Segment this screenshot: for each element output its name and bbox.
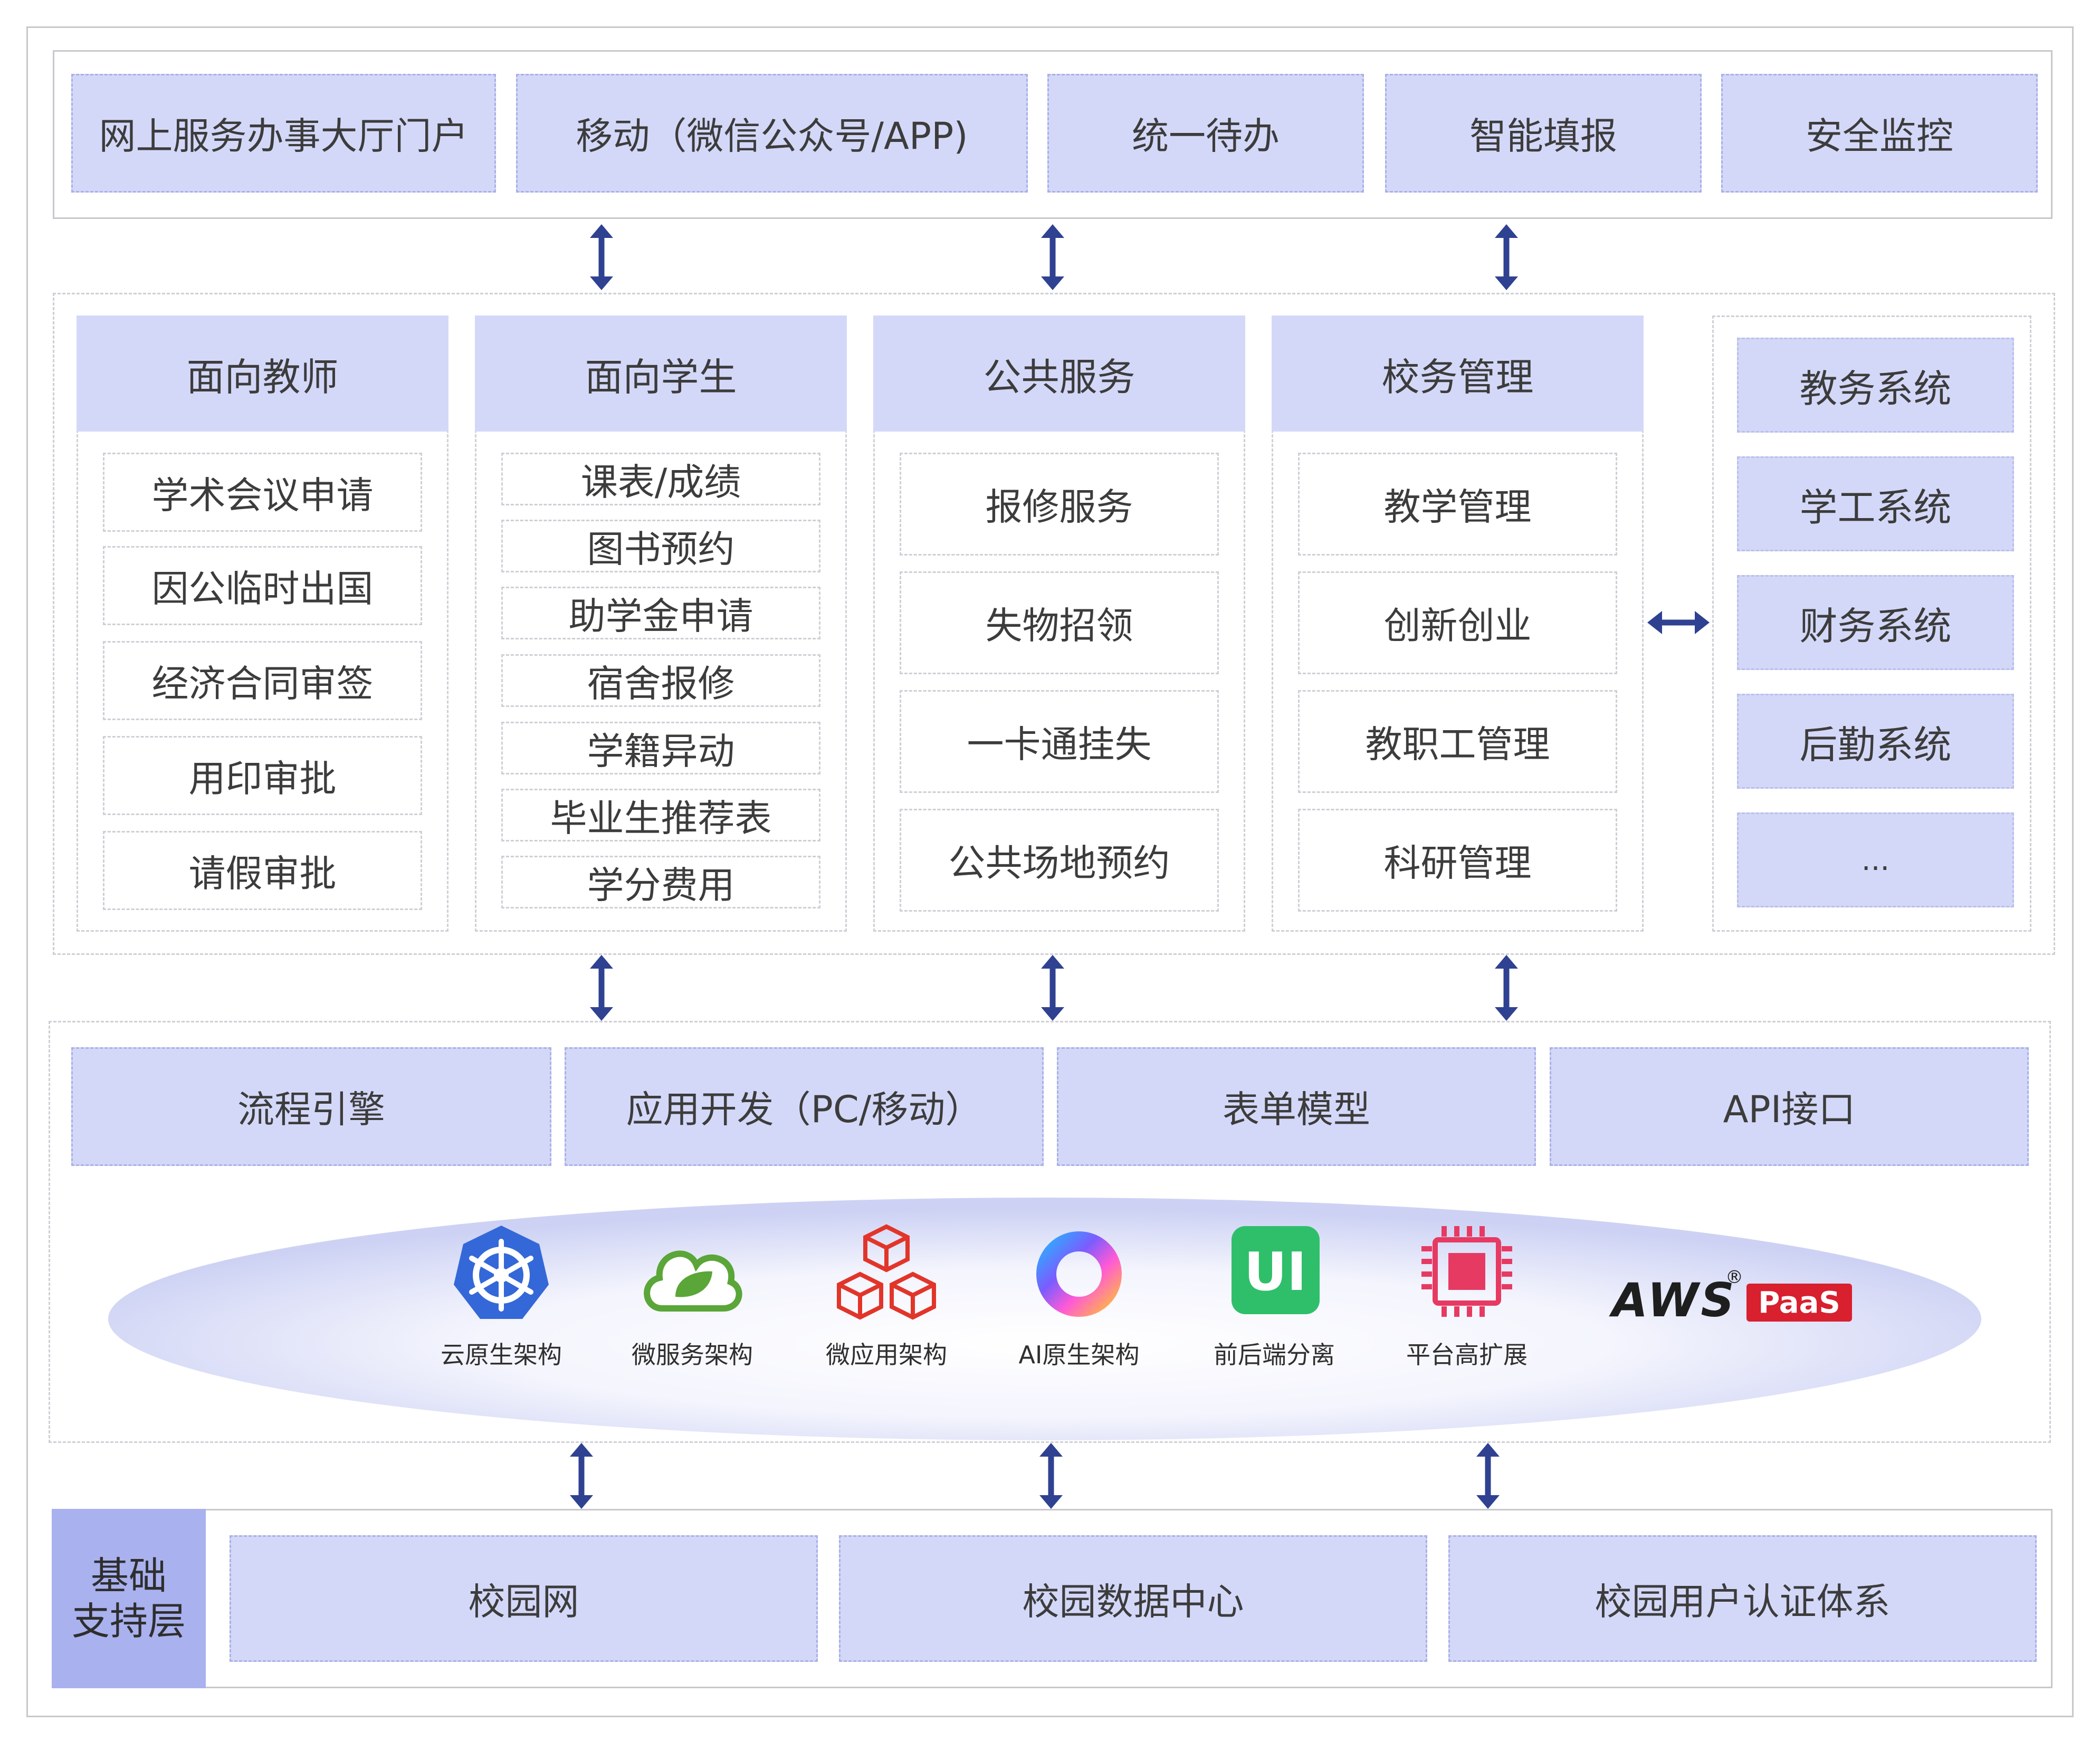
public-item-lost-and-found[interactable]: 失物招领 — [900, 571, 1219, 674]
chip-icon — [1421, 1226, 1512, 1317]
arrow-vertical-1 — [590, 224, 613, 290]
arrow-vertical-2 — [1041, 224, 1064, 290]
spring-leaf-icon — [644, 1250, 742, 1312]
arrow-horizontal — [1647, 611, 1710, 634]
public-item-venue-booking[interactable]: 公共场地预约 — [900, 809, 1219, 912]
arrow-vertical-9 — [1476, 1443, 1500, 1509]
arrow-vertical-7 — [570, 1443, 593, 1509]
public-item-card-report-loss[interactable]: 一卡通挂失 — [900, 690, 1219, 793]
arrow-vertical-3 — [1495, 224, 1518, 290]
module-process-engine[interactable]: 流程引擎 — [71, 1047, 551, 1166]
affairs-item-innovation-entrepreneurship[interactable]: 创新创业 — [1298, 571, 1617, 674]
affairs-item-teaching-management[interactable]: 教学管理 — [1298, 453, 1617, 556]
tech-label-cloud-native: 云原生架构 — [441, 1341, 562, 1369]
module-api-interface[interactable]: API接口 — [1550, 1047, 2029, 1166]
module-form-model[interactable]: 表单模型 — [1057, 1047, 1536, 1166]
teacher-item-academic-conference[interactable]: 学术会议申请 — [103, 453, 422, 532]
arrow-vertical-5 — [1041, 955, 1064, 1021]
cubes-icon — [837, 1224, 936, 1320]
student-item-library-booking[interactable]: 图书预约 — [501, 520, 820, 572]
portal-layer — [53, 50, 2053, 219]
tech-label-high-extensibility: 平台高扩展 — [1406, 1341, 1528, 1369]
systems-column — [1712, 315, 2031, 932]
portal-item-smart-fill[interactable]: 智能填报 — [1385, 74, 1702, 193]
kubernetes-icon — [454, 1226, 549, 1319]
aws-text: AWS — [1612, 1273, 1736, 1327]
foundation-item-data-center[interactable]: 校园数据中心 — [839, 1535, 1427, 1662]
business-layer — [53, 293, 2055, 955]
student-item-status-change[interactable]: 学籍异动 — [501, 722, 820, 774]
arrow-vertical-4 — [590, 955, 613, 1021]
student-item-schedule-grades[interactable]: 课表/成绩 — [501, 453, 820, 505]
foundation-title-line1: 基础 — [90, 1553, 167, 1598]
teacher-item-leave-approval[interactable]: 请假审批 — [103, 831, 422, 910]
tech-label-microservice: 微服务架构 — [632, 1341, 753, 1369]
arrow-vertical-8 — [1039, 1443, 1063, 1509]
teacher-item-seal-approval[interactable]: 用印审批 — [103, 736, 422, 815]
tech-ellipse — [108, 1198, 1981, 1440]
system-student-affairs[interactable]: 学工系统 — [1737, 456, 2014, 551]
arrow-vertical-6 — [1495, 955, 1518, 1021]
teacher-item-contract-approval[interactable]: 经济合同审签 — [103, 641, 422, 720]
column-header-teachers: 面向教师 — [77, 315, 448, 432]
tech-label-micro-app: 微应用架构 — [826, 1341, 947, 1369]
paas-badge: PaaS — [1746, 1284, 1852, 1322]
ai-ring-icon — [1036, 1231, 1122, 1317]
teacher-item-business-trip-abroad[interactable]: 因公临时出国 — [103, 546, 422, 625]
tech-label-frontend-backend: 前后端分离 — [1214, 1341, 1335, 1369]
svg-text:UI: UI — [1244, 1241, 1306, 1303]
portal-item-unified-todo[interactable]: 统一待办 — [1047, 74, 1364, 193]
column-header-students: 面向学生 — [475, 315, 847, 432]
student-item-financial-aid[interactable]: 助学金申请 — [501, 587, 820, 639]
foundation-item-user-auth[interactable]: 校园用户认证体系 — [1448, 1535, 2037, 1662]
public-item-repair-service[interactable]: 报修服务 — [900, 453, 1219, 556]
system-finance[interactable]: 财务系统 — [1737, 575, 2014, 670]
column-header-public-services: 公共服务 — [873, 315, 1245, 432]
system-academic-affairs[interactable]: 教务系统 — [1737, 338, 2014, 433]
student-item-dorm-repair[interactable]: 宿舍报修 — [501, 654, 820, 707]
system-more[interactable]: ... — [1737, 812, 2014, 907]
aws-paas-logo: AWS ® PaaS — [1612, 1267, 1860, 1327]
portal-item-mobile[interactable]: 移动（微信公众号/APP) — [516, 74, 1028, 193]
platform-layer — [49, 1021, 2051, 1443]
foundation-item-campus-network[interactable]: 校园网 — [230, 1535, 818, 1662]
system-logistics[interactable]: 后勤系统 — [1737, 694, 2014, 789]
registered-mark: ® — [1725, 1267, 1743, 1288]
ui-badge-icon: UI — [1232, 1226, 1320, 1314]
affairs-item-research-management[interactable]: 科研管理 — [1298, 809, 1617, 912]
affairs-item-staff-management[interactable]: 教职工管理 — [1298, 690, 1617, 793]
outer-frame — [26, 26, 2074, 1717]
student-item-credit-fees[interactable]: 学分费用 — [501, 856, 820, 908]
module-app-development[interactable]: 应用开发（PC/移动） — [565, 1047, 1044, 1166]
student-item-graduate-recommendation[interactable]: 毕业生推荐表 — [501, 789, 820, 841]
tech-label-ai-native: AI原生架构 — [1018, 1341, 1140, 1369]
portal-item-security-monitor[interactable]: 安全监控 — [1721, 74, 2038, 193]
portal-item-service-hall[interactable]: 网上服务办事大厅门户 — [71, 74, 496, 193]
foundation-title: 基础 支持层 — [52, 1509, 206, 1688]
column-header-school-affairs: 校务管理 — [1272, 315, 1644, 432]
foundation-title-line2: 支持层 — [71, 1599, 186, 1643]
